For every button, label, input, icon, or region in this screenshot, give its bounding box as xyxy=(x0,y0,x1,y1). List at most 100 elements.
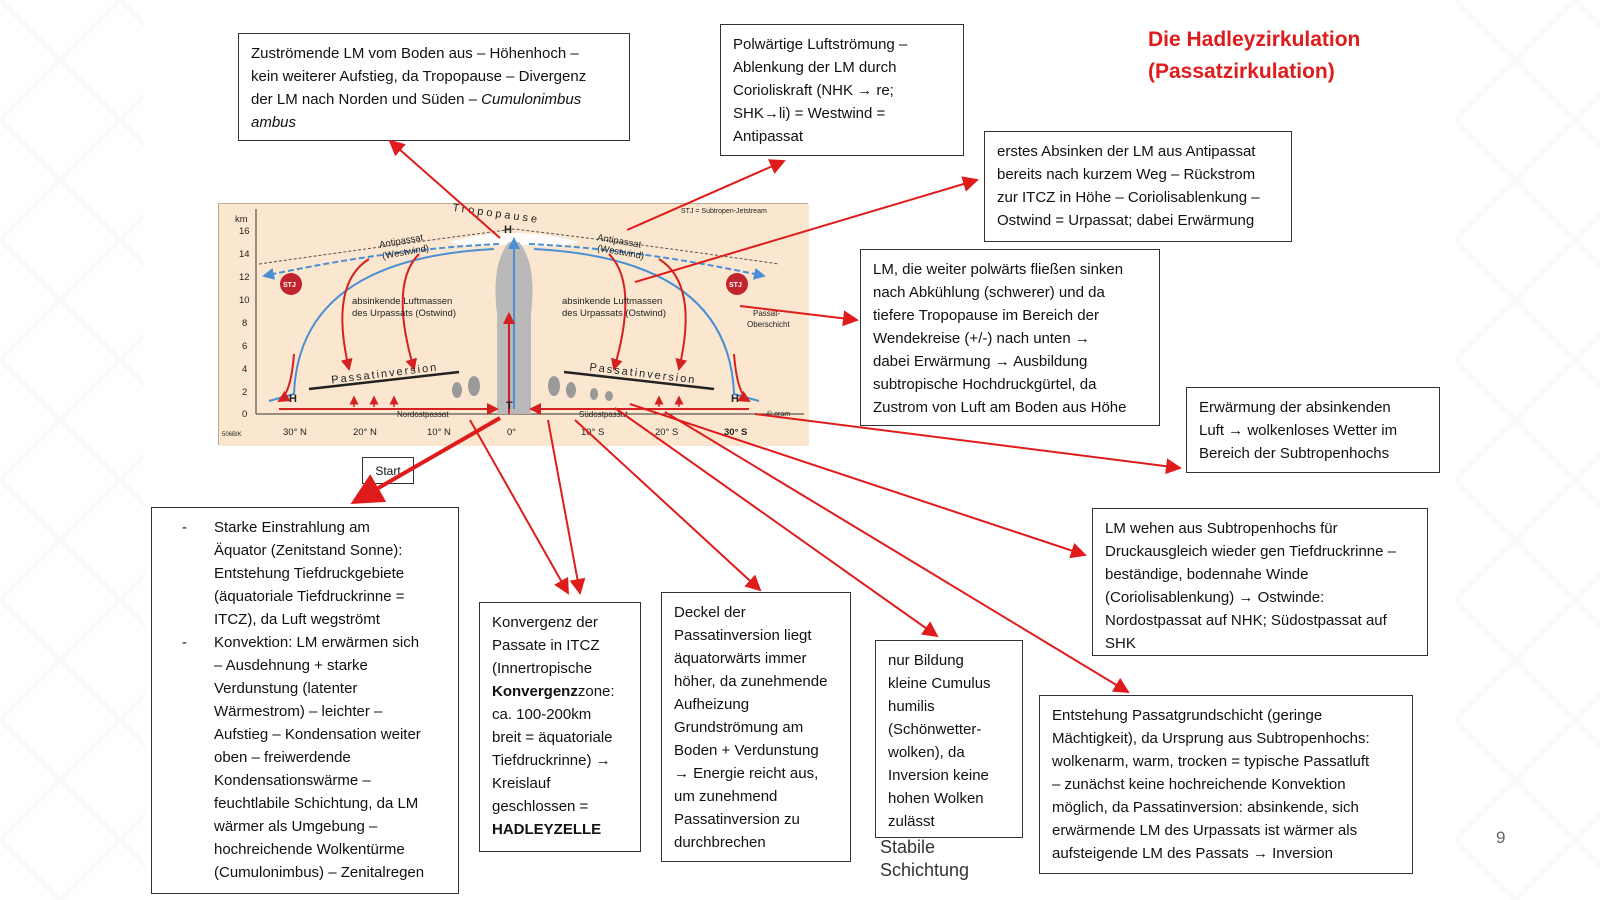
list-line: ITCZ), da Luft wegströmt xyxy=(214,611,380,628)
box-line: Konvergenzzone: xyxy=(492,680,628,703)
y-tick: 12 xyxy=(239,272,250,283)
box-polwaerts-sinken: LM, die weiter polwärts fließen sinken n… xyxy=(860,249,1160,426)
diagram-copyright: © oram xyxy=(767,411,791,418)
x-tick: 20° N xyxy=(353,427,377,438)
box-line: Nordostpassat auf NHK; Südostpassat auf xyxy=(1105,612,1387,629)
box-line: erwärmende LM des Urpassats ist wärmer a… xyxy=(1052,822,1358,839)
suedostpassat-label: Südostpassat xyxy=(579,410,628,419)
box-line: Zustrom von Luft am Boden aus Höhe xyxy=(873,399,1127,416)
box-line: Druckausgleich wieder gen Tiefdruckrinne… xyxy=(1105,543,1396,560)
box-line: Luft → wolkenloses Wetter im xyxy=(1199,422,1398,439)
list-line: hochreichende Wolkentürme xyxy=(214,841,405,858)
list-line: feuchtlabile Schichtung, da LM xyxy=(214,795,419,812)
box-line: (Innertropische xyxy=(492,660,593,677)
list-line: Verdunstung (latenter xyxy=(214,680,358,697)
box-line: Tiefdruckrinne) → xyxy=(492,752,611,769)
box-line: humilis xyxy=(888,698,935,715)
box-line: beständige, bodennahe Winde xyxy=(1105,566,1309,583)
list-line: oben – freiwerdende xyxy=(214,749,351,766)
sinking-right-label-1: absinkende Luftmassen xyxy=(562,296,663,307)
box-line: Deckel der xyxy=(674,604,746,621)
y-tick: 14 xyxy=(239,249,250,260)
box-line: um zunehmend xyxy=(674,788,778,805)
stabile-line-1: Stabile xyxy=(880,837,936,857)
x-tick: 10° N xyxy=(427,427,451,438)
box-line: Passate in ITCZ xyxy=(492,637,600,654)
box-line: Erwärmung der absinkenden xyxy=(1199,399,1391,416)
right-decoration xyxy=(1455,0,1600,900)
box-line: HADLEYZELLE xyxy=(492,818,628,841)
box-line: höher, da zunehmende xyxy=(674,673,828,690)
box-line: → Energie reicht aus, xyxy=(674,765,819,782)
box-cumulus-humilis: nur Bildung kleine Cumulus humilis (Schö… xyxy=(875,640,1023,838)
list-line: (äquatoriale Tiefdruckrinne = xyxy=(214,588,405,605)
box-italic-text: Cumulonimbus xyxy=(481,91,582,108)
box-bold-text: Konvergenz xyxy=(492,683,578,700)
box-polwaertige-stroemung: Polwärtige Luftströmung – Ablenkung der … xyxy=(720,24,964,156)
list-line: Aufstieg – Kondensation weiter xyxy=(214,726,421,743)
y-tick: 8 xyxy=(242,318,248,329)
box-line: LM, die weiter polwärts fließen sinken xyxy=(873,261,1124,278)
box-line: Ostwind = Urpassat; dabei Erwärmung xyxy=(997,212,1255,229)
y-tick: 0 xyxy=(242,409,248,420)
box-line: Boden + Verdunstung xyxy=(674,742,819,759)
low-pressure-label: T xyxy=(506,400,513,412)
sinking-left-label-1: absinkende Luftmassen xyxy=(352,296,453,307)
box-line: ambus xyxy=(251,111,617,134)
box-passatgrundschicht: Entstehung Passatgrundschicht (geringe M… xyxy=(1039,695,1413,874)
page-number: 9 xyxy=(1496,828,1506,847)
y-tick: 2 xyxy=(242,387,248,398)
list-item: Starke Einstrahlung am Äquator (Zenitsta… xyxy=(182,516,446,631)
box-line: subtropische Hochdruckgürtel, da xyxy=(873,376,1097,393)
box-bold-text: HADLEYZELLE xyxy=(492,821,602,838)
box-line: äquatorwärts immer xyxy=(674,650,807,667)
box-line: Entstehung Passatgrundschicht (geringe xyxy=(1052,707,1323,724)
box-line: Mächtigkeit), da Ursprung aus Subtropenh… xyxy=(1052,730,1370,747)
diagram-code: 506BIK xyxy=(222,432,242,438)
hadley-diagram: km 16 14 12 10 8 6 4 2 0 30° N 20° N 10°… xyxy=(218,202,809,446)
stj-legend: STJ = Subtropen-Jetstream xyxy=(681,208,767,215)
box-line: SHK→li) = Westwind = xyxy=(733,105,886,122)
box-line: durchbrechen xyxy=(674,834,766,851)
box-line: kleine Cumulus xyxy=(888,675,991,692)
box-line: aufsteigende LM des Passats → Inversion xyxy=(1052,845,1333,862)
box-erwaermung: Erwärmung der absinkenden Luft → wolkenl… xyxy=(1186,387,1440,473)
list-line: – Ausdehnung + starke xyxy=(214,657,368,674)
stj-left-label: STJ xyxy=(283,282,296,289)
box-line: ca. 100-200km xyxy=(492,706,592,723)
box-line: Zuströmende LM vom Boden aus – Höhenhoch… xyxy=(251,45,579,62)
bullet-list: Starke Einstrahlung am Äquator (Zenitsta… xyxy=(182,516,446,884)
box-line: der LM nach Norden und Süden – Cumulonim… xyxy=(251,88,617,111)
slide-title: Die Hadleyzirkulation (Passatzirkulation… xyxy=(1148,24,1360,88)
box-line: nur Bildung xyxy=(888,652,964,669)
stabile-schichtung-label: Stabile Schichtung xyxy=(880,836,969,882)
box-line: Konvergenz der xyxy=(492,614,598,631)
y-tick: 10 xyxy=(239,295,250,306)
list-line: (Cumulonimbus) – Zenitalregen xyxy=(214,864,425,881)
x-tick: 10° S xyxy=(581,427,605,438)
high-pressure-top: H xyxy=(504,224,512,236)
box-line: nach Abkühlung (schwerer) und da xyxy=(873,284,1105,301)
list-line: Wärmestrom) – leichter – xyxy=(214,703,383,720)
box-line: (Schönwetter- xyxy=(888,721,982,738)
box-hoehenhoch: Zuströmende LM vom Boden aus – Höhenhoch… xyxy=(238,33,630,141)
list-line: Äquator (Zenitstand Sonne): xyxy=(214,542,403,559)
box-line: SHK xyxy=(1105,635,1136,652)
box-line: zulässt xyxy=(888,813,935,830)
box-line: hohen Wolken xyxy=(888,790,984,807)
box-deckel: Deckel der Passatinversion liegt äquator… xyxy=(661,592,851,862)
box-line: Wendekreise (+/-) nach unten → xyxy=(873,330,1090,347)
box-line: dabei Erwärmung → Ausbildung xyxy=(873,353,1088,370)
box-line: – zunächst keine hochreichende Konvektio… xyxy=(1052,776,1346,793)
nordostpassat-label: Nordostpassat xyxy=(397,410,449,419)
list-line: Entstehung Tiefdruckgebiete xyxy=(214,565,405,582)
box-line: Passatinversion liegt xyxy=(674,627,812,644)
box-line: kein weiterer Aufstieg, da Tropopause – … xyxy=(251,68,587,85)
box-line: zur ITCZ in Höhe – Coriolisablenkung – xyxy=(997,189,1260,206)
box-line: Kreislauf xyxy=(492,775,551,792)
stj-right-label: STJ xyxy=(729,282,742,289)
list-line: wärmer als Umgebung – xyxy=(214,818,378,835)
box-line: breit = äquatoriale xyxy=(492,729,613,746)
box-line: geschlossen = xyxy=(492,798,589,815)
box-line: Inversion keine xyxy=(888,767,989,784)
